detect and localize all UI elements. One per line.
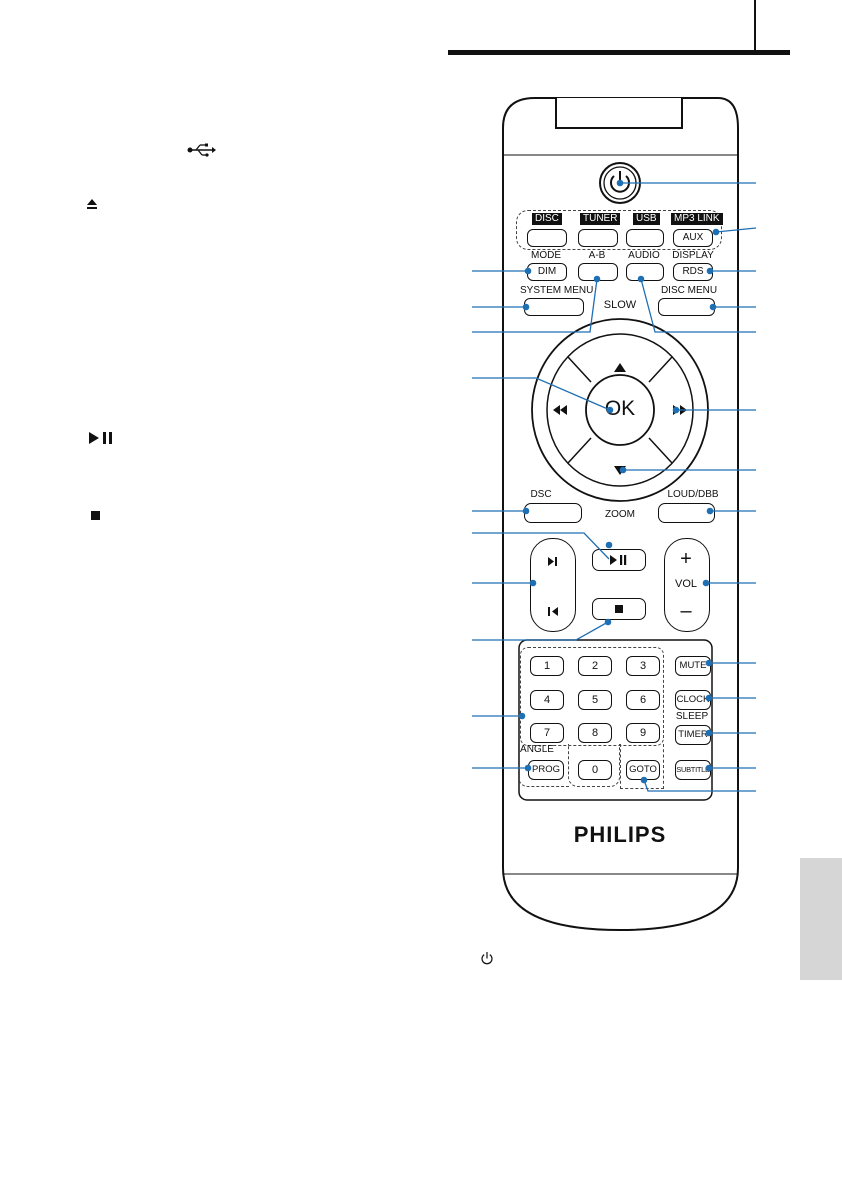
tuner-button[interactable] [578,229,618,247]
stop-button[interactable] [592,598,646,620]
stop-icon [615,605,623,613]
system-menu-label: SYSTEM MENU [520,285,594,296]
zoom-label: ZOOM [605,509,635,520]
audio-button[interactable] [626,263,664,281]
sleep-label: SLEEP [675,711,709,722]
slow-label: SLOW [603,299,637,311]
mute-button[interactable]: MUTE [675,656,711,676]
disc-menu-label: DISC MENU [660,285,718,296]
numeric-group [520,647,664,746]
digit-0-button[interactable]: 0 [578,760,612,780]
loud-dbb-button[interactable] [658,503,715,523]
usb-icon [187,143,216,157]
digit-7-button[interactable]: 7 [530,723,564,743]
digit-1-button[interactable]: 1 [530,656,564,676]
prog-group [518,744,569,787]
zero-group [568,744,620,787]
vol-label: VOL [674,578,697,590]
stop-icon [91,511,100,520]
column-divider [754,0,756,54]
clock-button[interactable]: CLOCK [675,690,711,710]
system-menu-button[interactable] [524,298,584,316]
goto-button[interactable]: GOTO [626,760,660,780]
power-icon [481,952,493,965]
ab-button[interactable] [578,263,618,281]
disc-button[interactable] [527,229,567,247]
digit-6-button[interactable]: 6 [626,690,660,710]
play-pause-icon [610,555,627,565]
next-button[interactable] [532,542,572,582]
language-tab [800,858,842,980]
mp3-link-label: MP3 LINK [671,213,723,225]
tuner-label: TUNER [580,213,621,225]
ab-label: A-B [588,250,606,261]
digit-3-button[interactable]: 3 [626,656,660,676]
mode-label: MODE [531,250,561,261]
volume-down-button[interactable]: – [680,600,692,622]
display-label: DISPLAY [672,250,714,261]
timer-button[interactable]: TIMER [675,725,711,745]
rds-button[interactable]: RDS [673,263,713,281]
brand-logo: PHILIPS [573,822,667,847]
rewind-button[interactable] [540,370,586,450]
volume-up-button[interactable]: + [680,548,692,570]
play-pause-button[interactable] [592,549,646,571]
aux-button[interactable]: AUX [673,229,713,247]
digit-5-button[interactable]: 5 [578,690,612,710]
disc-menu-button[interactable] [658,298,715,316]
dsc-button[interactable] [524,503,582,523]
dim-button[interactable]: DIM [527,263,567,281]
power-button[interactable] [597,160,643,206]
ok-button[interactable]: OK [604,397,636,420]
play-pause-icon [89,432,112,444]
usb-button[interactable] [626,229,664,247]
subtitle-button[interactable]: SUBTITLE [675,760,711,780]
dsc-label: DSC [530,489,552,500]
goto-group [620,744,664,789]
volume-rocker [664,538,710,632]
fast-forward-button[interactable] [654,370,700,450]
eject-icon [87,199,97,209]
digit-8-button[interactable]: 8 [578,723,612,743]
digit-4-button[interactable]: 4 [530,690,564,710]
prog-button[interactable]: PROG [528,760,564,780]
digit-9-button[interactable]: 9 [626,723,660,743]
angle-label: ANGLE [520,744,554,755]
loud-dbb-label: LOUD/DBB [667,489,719,500]
usb-label: USB [633,213,660,225]
digit-2-button[interactable]: 2 [578,656,612,676]
disc-label: DISC [532,213,562,225]
previous-button[interactable] [532,588,572,628]
section-rule [448,50,790,55]
previous-track-icon [548,607,558,616]
audio-label: AUDIO [628,250,660,261]
